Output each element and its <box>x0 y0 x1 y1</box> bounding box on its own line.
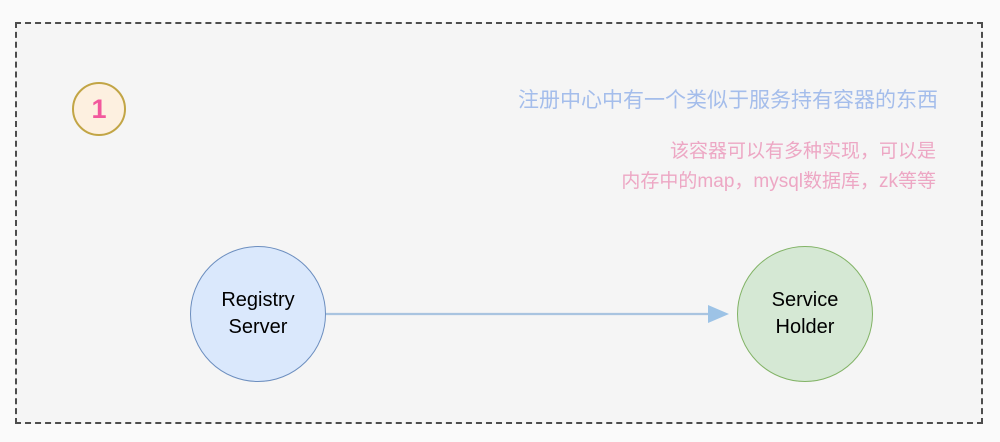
step-badge-number: 1 <box>91 93 107 124</box>
node-service-holder[interactable]: Service Holder <box>737 246 873 382</box>
node-service-holder-label-line1: Service <box>771 289 839 311</box>
annotation-pink-note-line1: 该容器可以有多种实现，可以是 <box>669 141 936 162</box>
connector-registry-to-holder <box>317 294 737 336</box>
node-registry-server-label-line2: Server <box>228 316 288 338</box>
annotation-pink-note: 该容器可以有多种实现，可以是 内存中的map，mysql数据库，zk等等 <box>316 137 936 197</box>
node-service-holder-label-line2: Holder <box>775 316 835 338</box>
annotation-blue-note: 注册中心中有一个类似于服务持有容器的东西 <box>518 89 938 112</box>
node-registry-server[interactable]: Registry Server <box>190 246 326 382</box>
node-registry-server-label-line1: Registry <box>221 289 295 311</box>
step-badge: 1 <box>72 82 126 136</box>
annotation-pink-note-line2: 内存中的map，mysql数据库，zk等等 <box>621 171 936 192</box>
connector-arrow-icon <box>326 305 729 323</box>
diagram-panel: 1 注册中心中有一个类似于服务持有容器的东西 该容器可以有多种实现，可以是 内存… <box>15 22 983 424</box>
